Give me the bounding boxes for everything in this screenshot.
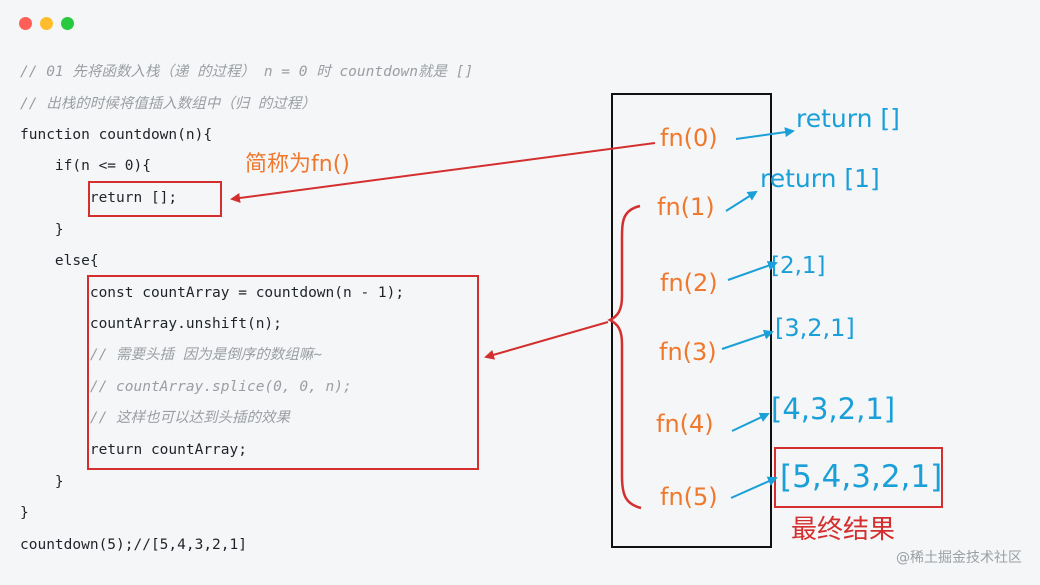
- fn4-return-arrow: [731, 412, 770, 432]
- stack-call-fn4: fn(4): [656, 410, 714, 438]
- code-line-13: return countArray;: [20, 442, 247, 458]
- short-name-annotation: 简称为fn(): [245, 152, 350, 177]
- return-value-1: return [1]: [760, 164, 880, 193]
- code-line-16: countdown(5);//[5,4,3,2,1]: [20, 537, 247, 553]
- else-block-highlight-box: [87, 275, 479, 470]
- code-line-11: // countArray.splice(0, 0, n);: [20, 379, 352, 395]
- code-line-5: return [];: [20, 190, 178, 206]
- code-line-14: }: [20, 474, 64, 490]
- return-value-3: [3,2,1]: [775, 314, 855, 342]
- stack-call-fn5: fn(5): [660, 483, 718, 511]
- stack-call-fn2: fn(2): [660, 269, 718, 297]
- recursion-to-else-arrow: [484, 321, 609, 360]
- return-value-0: return []: [796, 104, 900, 133]
- fn5-return-arrow: [730, 476, 778, 499]
- fn0-to-return-arrow: [230, 142, 656, 203]
- stack-call-fn0: fn(0): [660, 124, 718, 152]
- code-line-3: function countdown(n){: [20, 127, 213, 143]
- minimize-dot-icon: [40, 17, 53, 30]
- return-value-5: [5,4,3,2,1]: [780, 459, 943, 495]
- code-line-10: // 需要头插 因为是倒序的数组嘛~: [20, 347, 322, 363]
- return-value-4: [4,3,2,1]: [771, 392, 896, 426]
- code-line-7: else{: [20, 253, 99, 269]
- fn2-return-arrow: [727, 260, 778, 281]
- code-line-2: // 出栈的时候将值插入数组中（归 的过程）: [20, 96, 316, 112]
- code-block: // 01 先将函数入栈（递 的过程） n = 0 时 countdown就是 …: [0, 0, 473, 553]
- fn1-return-arrow: [725, 190, 758, 212]
- code-line-12: // 这样也可以达到头插的效果: [20, 410, 291, 426]
- final-result-label: 最终结果: [791, 515, 896, 545]
- fn3-return-arrow: [721, 329, 774, 350]
- code-line-1: // 01 先将函数入栈（递 的过程） n = 0 时 countdown就是 …: [20, 64, 474, 80]
- code-line-9: countArray.unshift(n);: [20, 316, 282, 332]
- code-line-6: }: [20, 222, 64, 238]
- code-line-8: const countArray = countdown(n - 1);: [20, 285, 405, 301]
- return-value-2: [2,1]: [771, 253, 826, 279]
- recursion-brace: [607, 204, 642, 510]
- stack-call-fn1: fn(1): [657, 193, 715, 221]
- maximize-dot-icon: [61, 17, 74, 30]
- code-line-15: }: [20, 505, 29, 521]
- stack-call-fn3: fn(3): [659, 338, 717, 366]
- close-dot-icon: [19, 17, 32, 30]
- fn0-return-arrow: [735, 127, 795, 140]
- code-line-4: if(n <= 0){: [20, 158, 151, 174]
- return-empty-highlight-box: [88, 181, 222, 217]
- watermark-text: @稀土掘金技术社区: [896, 550, 1022, 566]
